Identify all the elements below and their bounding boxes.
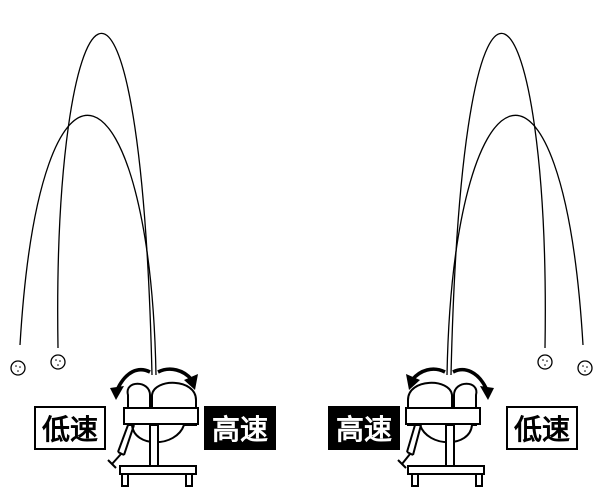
right-arrowhead-high	[406, 374, 420, 390]
right-arrowhead-low	[480, 386, 494, 400]
left-low-speed-trajectory	[19, 114, 157, 376]
left-high-speed-trajectory	[57, 32, 153, 376]
left-figure	[10, 32, 199, 487]
left-arrowhead-low	[110, 386, 124, 400]
right-ball-machine	[397, 381, 485, 487]
right-figure	[397, 32, 593, 487]
right-high-speed-trajectory	[450, 32, 546, 376]
left-low-speed-label: 低速	[34, 406, 106, 450]
right-low-speed-trajectory	[446, 114, 584, 376]
right-low-speed-label: 低速	[506, 406, 578, 450]
right-high-speed-label: 高速	[328, 406, 400, 450]
left-ball-high	[50, 354, 66, 370]
left-ball-machine	[107, 381, 199, 487]
right-ball-low	[577, 360, 593, 376]
left-arrowhead-high	[184, 374, 198, 390]
left-high-speed-label: 高速	[204, 406, 276, 450]
left-ball-low	[10, 360, 26, 376]
right-ball-high	[537, 354, 553, 370]
